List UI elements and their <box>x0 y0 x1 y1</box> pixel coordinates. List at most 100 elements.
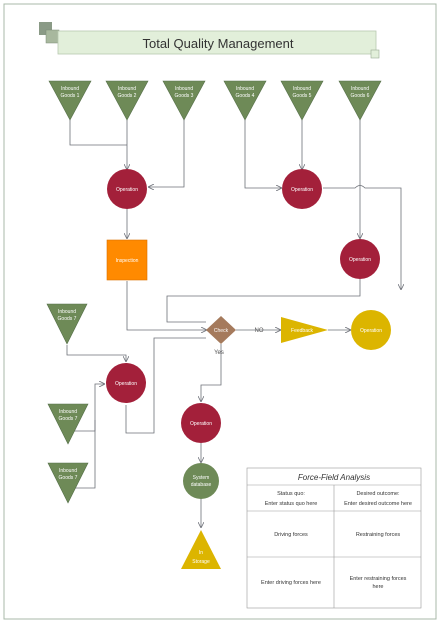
operation-4-label: Operation <box>115 381 137 387</box>
no-label: NO <box>255 328 264 334</box>
connectors <box>66 100 401 527</box>
desired-outcome-value[interactable]: Enter desired outcome here <box>344 501 412 507</box>
restraining-forces-placeholder-1[interactable]: Enter restraining forces <box>350 576 407 582</box>
inbound-goods-3-shape <box>162 80 206 121</box>
feedback-shape <box>281 317 328 343</box>
inbound-goods-6[interactable]: Inbound Goods 6 <box>338 80 382 121</box>
connector-goods-left3-op4 <box>70 420 96 489</box>
inbound-goods-6-shape <box>338 80 382 121</box>
page-border <box>3 3 437 620</box>
connector-op2-right <box>323 185 401 290</box>
inbound-goods-1-label: Inbound <box>61 86 79 92</box>
inbound-goods-left-1[interactable]: Inbound Goods 7 <box>46 303 88 345</box>
connector-goods3-op1 <box>149 100 185 187</box>
inspection-shape <box>106 239 148 281</box>
check-decision[interactable]: Check <box>206 316 236 344</box>
operation-2[interactable]: Operation <box>282 169 322 209</box>
feedback[interactable]: Feedback <box>281 317 328 343</box>
operation-1[interactable]: Operation <box>107 169 147 209</box>
in-storage-label-2: Storage <box>192 559 210 565</box>
connector-op4-check <box>125 337 206 434</box>
inbound-goods-5-shape <box>280 80 324 121</box>
force-field-title: Force-Field Analysis <box>298 473 370 482</box>
system-database-shape <box>183 463 219 499</box>
inbound-goods-5-label: Inbound <box>293 86 311 92</box>
inbound-goods-4-label: Inbound <box>236 86 254 92</box>
inbound-goods-4[interactable]: Inbound Goods 4 <box>223 80 267 121</box>
restraining-forces-placeholder-2[interactable]: here <box>372 584 383 590</box>
operation-3-label: Operation <box>349 257 371 263</box>
connector-inspection-check <box>126 281 206 330</box>
inspection-label: Inspection <box>116 258 139 264</box>
inbound-goods-2-label: Inbound <box>118 86 136 92</box>
check-decision-shape <box>206 316 236 344</box>
inbound-goods-5-label-2: Goods 5 <box>293 93 312 99</box>
inbound-goods-3-label-2: Goods 3 <box>175 93 194 99</box>
operation-5-shape <box>181 403 221 443</box>
check-decision-label: Check <box>214 328 229 334</box>
page-title: Total Quality Management <box>142 36 293 51</box>
inbound-goods-left-1-label: Inbound <box>58 309 76 315</box>
inbound-goods-left-3-label: Inbound <box>59 468 77 474</box>
driving-forces-header: Driving forces <box>274 532 308 538</box>
status-quo-value[interactable]: Enter status quo here <box>265 501 318 507</box>
inbound-goods-left-3-shape <box>47 462 89 504</box>
inbound-goods-6-label-2: Goods 6 <box>351 93 370 99</box>
operation-5-label: Operation <box>190 421 212 427</box>
restraining-forces-header: Restraining forces <box>356 532 401 538</box>
connector-op3-check <box>166 279 361 323</box>
inspection[interactable]: Inspection <box>106 239 148 281</box>
inbound-goods-4-label-2: Goods 4 <box>236 93 255 99</box>
inbound-goods-1-shape <box>48 80 92 121</box>
system-database-label-2: database <box>191 482 212 488</box>
status-quo-label: Status quo: <box>277 491 305 497</box>
operation-3[interactable]: Operation <box>340 239 380 279</box>
connector-goods4-op2 <box>244 100 281 188</box>
inbound-goods-6-label: Inbound <box>351 86 369 92</box>
operation-3-shape <box>340 239 380 279</box>
in-storage-label-1: In <box>199 550 203 556</box>
inbound-goods-left-1-shape <box>46 303 88 345</box>
inbound-goods-3[interactable]: Inbound Goods 3 <box>162 80 206 121</box>
operation-1-label: Operation <box>116 187 138 193</box>
desired-outcome-label: Desired outcome: <box>356 491 400 497</box>
inbound-goods-left-3-label-2: Goods 7 <box>59 475 78 481</box>
inbound-goods-5[interactable]: Inbound Goods 5 <box>280 80 324 121</box>
inbound-goods-2[interactable]: Inbound Goods 2 <box>105 80 149 121</box>
title-decor-square-front <box>45 29 60 44</box>
yes-label: Yes <box>214 350 224 356</box>
inbound-goods-left-3[interactable]: Inbound Goods 7 <box>47 462 89 504</box>
inbound-goods-left-1-label-2: Goods 7 <box>58 316 77 322</box>
connector-goods1-op1 <box>69 100 127 146</box>
driving-forces-placeholder[interactable]: Enter driving forces here <box>261 580 321 586</box>
operation-yellow[interactable]: Operation <box>351 310 391 350</box>
inbound-goods-1[interactable]: Inbound Goods 1 <box>48 80 92 121</box>
in-storage-shape <box>181 530 221 569</box>
inbound-goods-4-shape <box>223 80 267 121</box>
operation-yellow-shape <box>351 310 391 350</box>
operation-4-shape <box>106 363 146 403</box>
system-database[interactable]: System database <box>183 463 219 499</box>
force-field-table <box>246 467 422 609</box>
inbound-goods-left-2-shape <box>47 403 89 445</box>
connector-check-op6 <box>201 344 222 401</box>
operation-2-label: Operation <box>291 187 313 193</box>
inbound-goods-left-2[interactable]: Inbound Goods 7 <box>47 403 89 445</box>
connector-goods-left1-op4 <box>66 345 126 361</box>
inbound-goods-left-2-label-2: Goods 7 <box>59 416 78 422</box>
inbound-goods-2-label-2: Goods 2 <box>118 93 137 99</box>
title-bar <box>57 30 377 55</box>
operation-2-shape <box>282 169 322 209</box>
operation-yellow-label: Operation <box>360 328 382 334</box>
inbound-goods-1-label-2: Goods 1 <box>61 93 80 99</box>
in-storage[interactable]: In Storage <box>181 530 221 569</box>
inbound-goods-2-shape <box>105 80 149 121</box>
inbound-goods-3-label: Inbound <box>175 86 193 92</box>
connector-goods-left2-op4 <box>70 384 104 432</box>
title-decor-square-right <box>370 49 380 59</box>
operation-5[interactable]: Operation <box>181 403 221 443</box>
operation-1-shape <box>107 169 147 209</box>
operation-4[interactable]: Operation <box>106 363 146 403</box>
feedback-label: Feedback <box>291 328 313 334</box>
